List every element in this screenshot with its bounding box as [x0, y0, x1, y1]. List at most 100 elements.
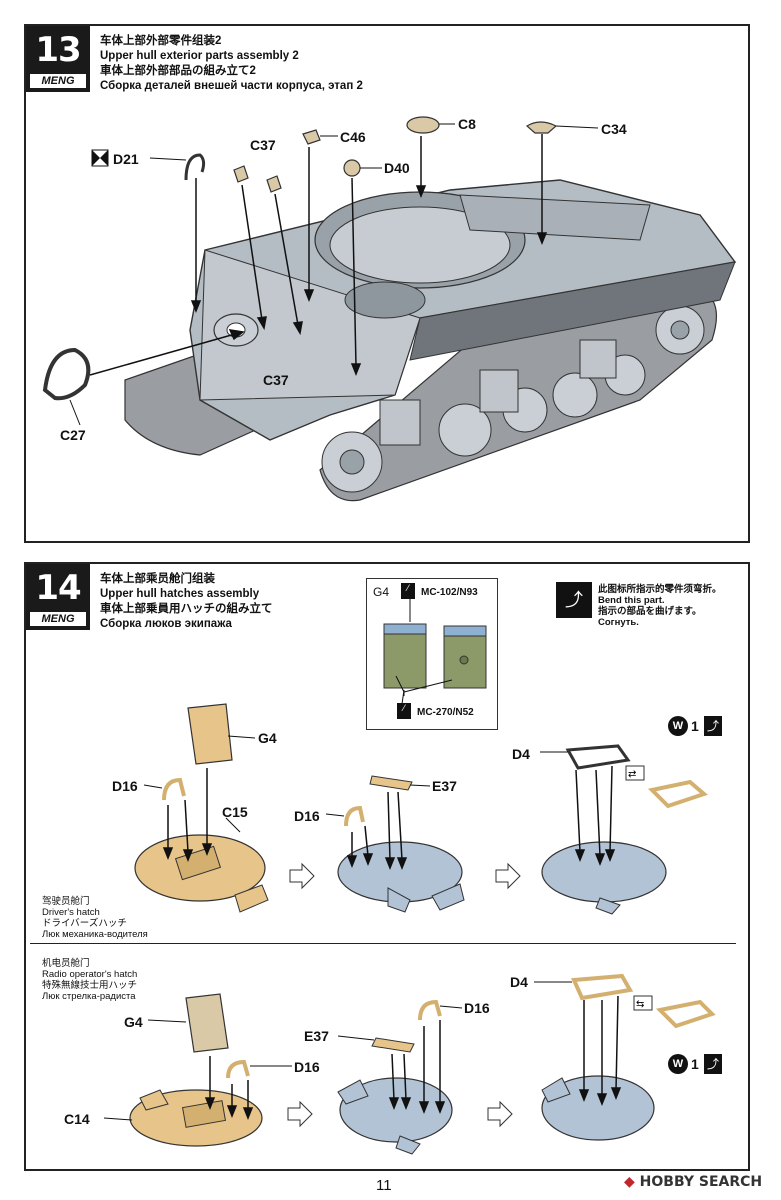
part-c34 — [525, 121, 558, 134]
part-d4 — [565, 744, 631, 770]
label-c34: C34 — [601, 121, 627, 137]
title-ru: Сборка деталей внешей части корпуса, эта… — [100, 80, 363, 92]
label-c14: C14 — [64, 1111, 90, 1127]
label-c46: C46 — [340, 129, 366, 145]
driver-hatch-en: Driver's hatch — [42, 907, 100, 918]
next-step-arrow — [495, 862, 521, 890]
step-14-badge: 14 MENG — [26, 564, 90, 630]
driver-hatch-zh: 驾驶员舱门 — [42, 896, 90, 907]
part-c8 — [406, 116, 440, 134]
driver-hatch-final — [541, 841, 667, 903]
label-d40: D40 — [384, 160, 410, 176]
label-c27: C27 — [60, 427, 86, 443]
bend-note-ja: 指示の部品を曲げます。 — [598, 606, 702, 617]
upper-hull — [189, 179, 737, 441]
title-ru: Сборка люков экипажа — [100, 618, 232, 630]
radio-hatch-ja: 特殊無線技士用ハッチ — [42, 980, 138, 991]
label-d4: D4 — [512, 746, 530, 762]
paint-brush-icon: ⁄ — [401, 583, 415, 599]
watermark-text-b: BBY SEARCH — [663, 1174, 763, 1190]
meng-logo: MENG — [30, 612, 86, 626]
part-e37 — [371, 1037, 415, 1053]
hatch-opening — [344, 281, 426, 319]
label-d16: D16 — [112, 778, 138, 794]
mirror-part-icon — [91, 149, 109, 167]
title-zh: 车体上部乘员舱门组装 — [100, 573, 215, 585]
photo-etch-w-badge: W — [668, 716, 688, 736]
label-g4: G4 — [258, 730, 277, 746]
label-c8: C8 — [458, 116, 476, 132]
photo-etch-w-badge: W — [668, 1054, 688, 1074]
bend-part-icon: ⤴ — [556, 582, 592, 618]
g4-part-swatch — [383, 623, 427, 689]
bend-note-en: Bend this part. — [598, 595, 665, 606]
part-d16 — [418, 999, 442, 1021]
part-d21 — [184, 153, 206, 181]
part-g4 — [187, 703, 233, 765]
watermark: ◆ HOBBY SEARCH — [624, 1174, 762, 1190]
part-c46 — [302, 129, 321, 145]
page-number: 11 — [376, 1177, 392, 1194]
part-c27 — [42, 347, 91, 401]
part-d4-bent — [647, 779, 708, 809]
label-d21: D21 — [113, 151, 139, 167]
bend-note-zh: 此图标所指示的零件须弯折。 — [598, 584, 722, 595]
label-e37: E37 — [432, 778, 457, 794]
radio-hatch-zh: 机电员舱门 — [42, 958, 90, 969]
label-c37-side: C37 — [263, 372, 289, 388]
step-13-titles: 车体上部外部零件组装2 Upper hull exterior parts as… — [100, 34, 363, 94]
driver-hatch-ru: Люк механика-водителя — [42, 929, 148, 940]
radio-hatch-final — [541, 1075, 655, 1141]
part-d16 — [162, 777, 186, 801]
bogie — [579, 339, 617, 379]
swap-icon — [625, 765, 645, 781]
bend-part-icon: ⤴ — [704, 716, 722, 736]
title-en: Upper hull hatches assembly — [100, 588, 260, 600]
part-d4 — [571, 973, 634, 1001]
radio-hatch-en: Radio operator's hatch — [42, 969, 138, 980]
part-d16 — [344, 805, 365, 827]
watermark-text-a: HO — [639, 1174, 664, 1190]
step-13-badge: 13 MENG — [26, 26, 90, 92]
next-step-arrow — [289, 862, 315, 890]
legend-bottom-code: MC-270/N52 — [417, 707, 474, 718]
label-c15: C15 — [222, 804, 248, 820]
part-c37 — [233, 165, 249, 183]
bogie — [479, 369, 519, 413]
section-divider — [30, 943, 736, 944]
bogie — [379, 399, 421, 446]
step-14-titles: 车体上部乘员舱门组装 Upper hull hatches assembly 車… — [100, 572, 273, 632]
part-d16 — [226, 1059, 250, 1079]
bend-note-ru: Согнуть. — [598, 617, 639, 628]
part-c37 — [266, 175, 282, 193]
road-wheel — [438, 403, 492, 457]
label-d16: D16 — [294, 1059, 320, 1075]
swap-icon — [633, 995, 653, 1011]
legend-part-g4: G4 — [373, 585, 390, 599]
label-g4: G4 — [124, 1014, 143, 1030]
road-wheel — [552, 372, 598, 418]
legend-top-code: MC-102/N93 — [421, 587, 478, 598]
w-quantity: 1 — [691, 718, 699, 734]
svg-text:⇆: ⇆ — [636, 999, 644, 1010]
svg-text:⇄: ⇄ — [628, 769, 636, 780]
next-step-arrow — [287, 1100, 313, 1128]
paint-brush-icon: ⁄ — [397, 703, 411, 719]
step-number: 13 — [35, 30, 81, 70]
next-step-arrow — [487, 1100, 513, 1128]
part-e37 — [369, 775, 413, 791]
title-ja: 車体上部乗員用ハッチの組み立て — [100, 603, 273, 615]
label-e37: E37 — [304, 1028, 329, 1044]
label-d16: D16 — [464, 1000, 490, 1016]
w-quantity: 1 — [691, 1056, 699, 1072]
step-number: 14 — [35, 568, 81, 608]
watermark-mark: ◆ — [624, 1174, 635, 1190]
radio-hatch-ru: Люк стрелка-радиста — [42, 991, 136, 1002]
title-en: Upper hull exterior parts assembly 2 — [100, 50, 299, 62]
label-c37: C37 — [250, 137, 276, 153]
label-d4: D4 — [510, 974, 528, 990]
label-d16: D16 — [294, 808, 320, 824]
title-ja: 車体上部外部部品の組み立て2 — [100, 65, 256, 77]
